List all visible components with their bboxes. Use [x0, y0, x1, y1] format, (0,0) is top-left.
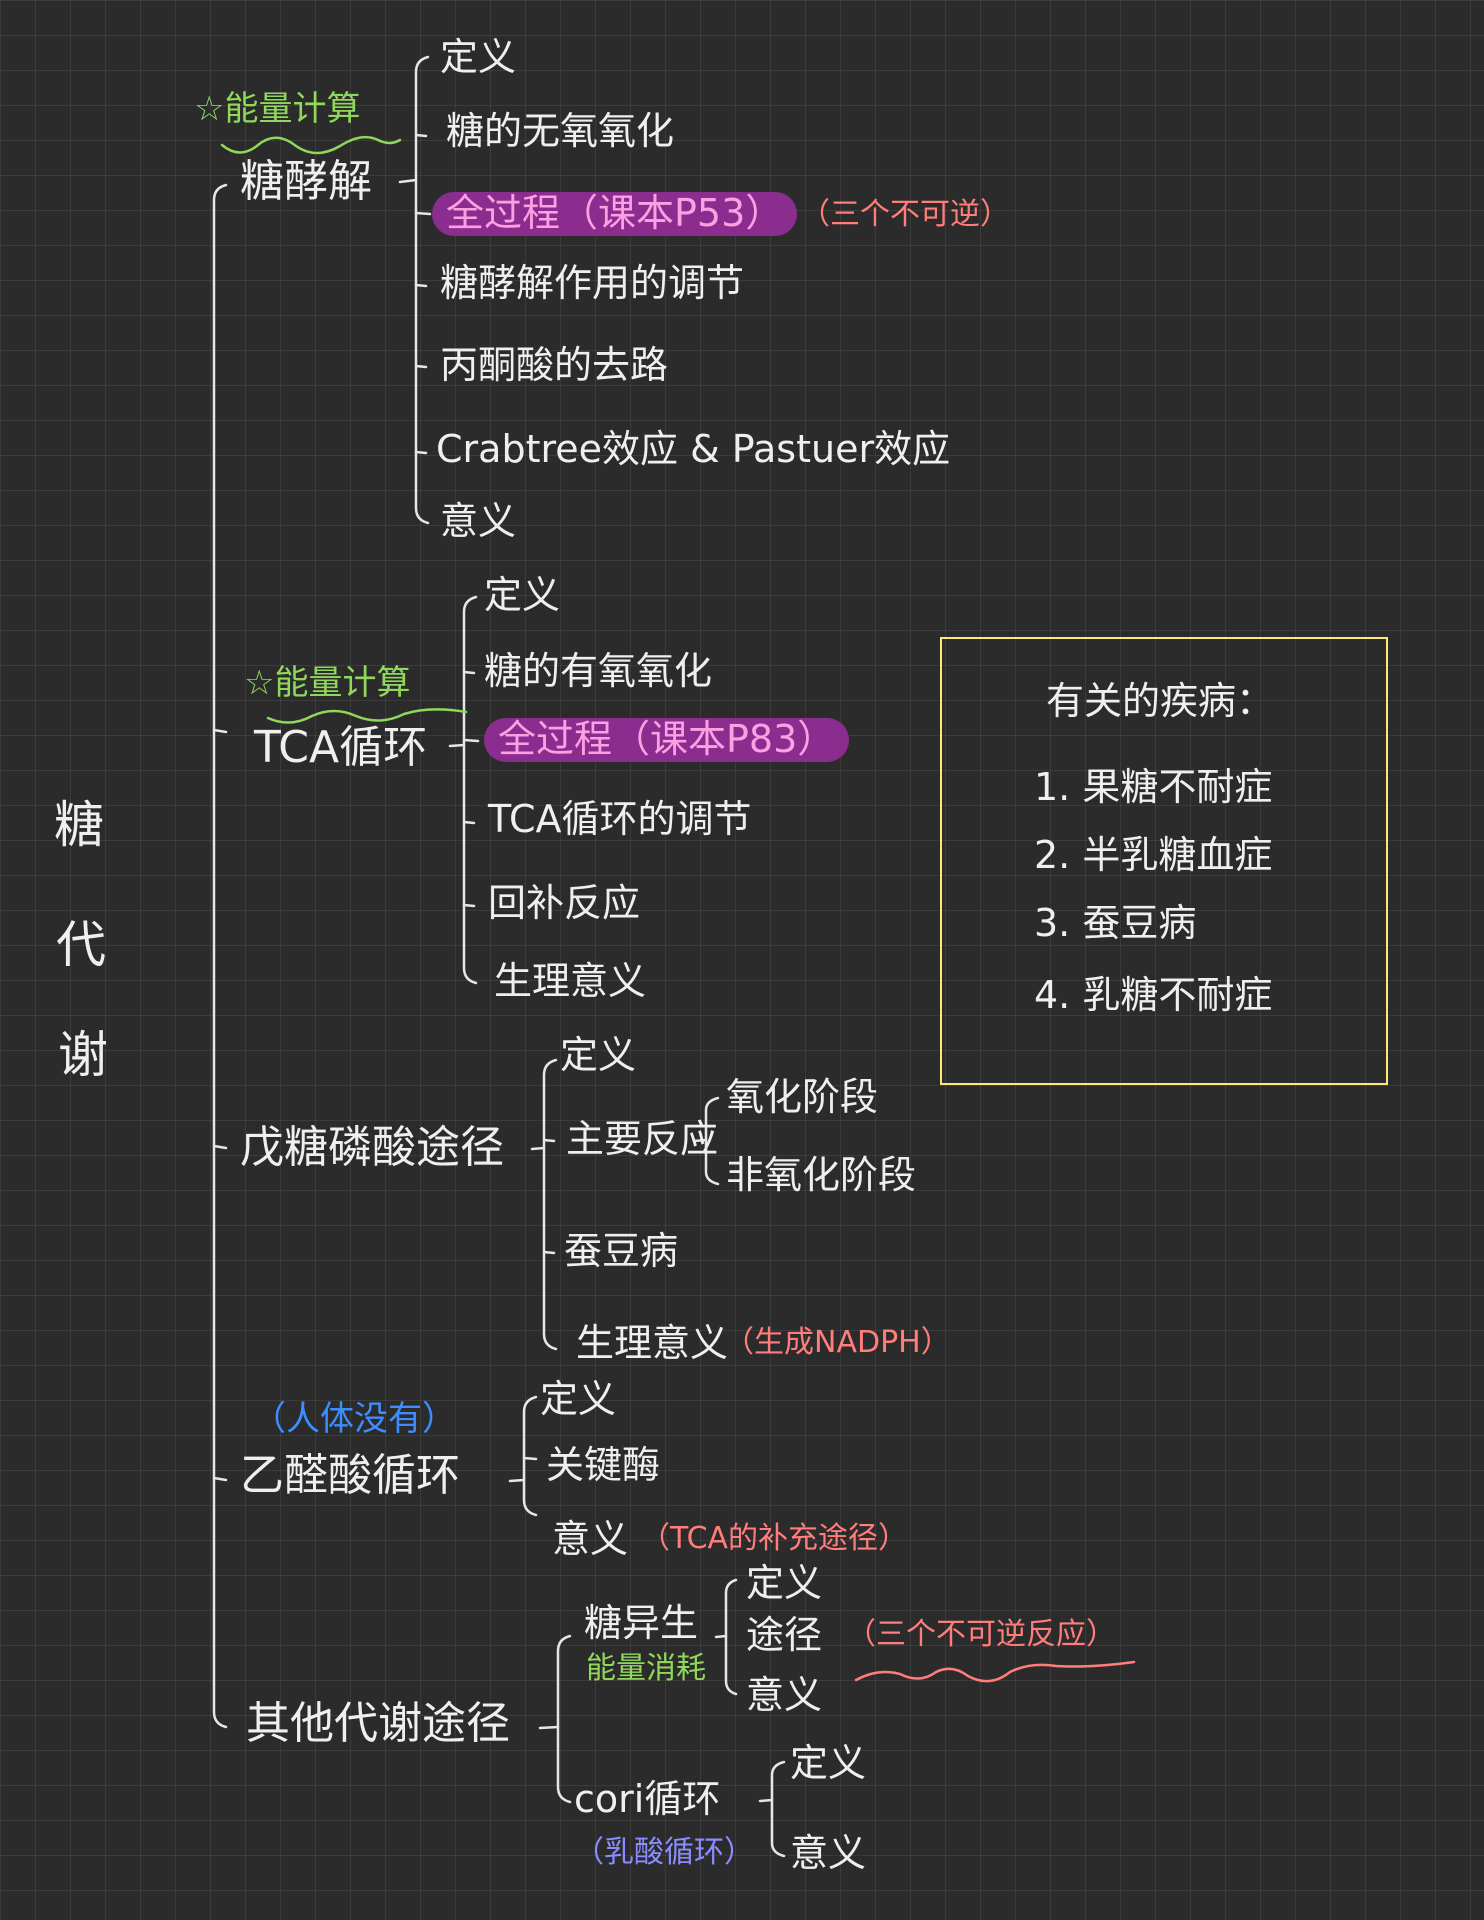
other-pathways-title: 其他代谢途径: [246, 1698, 510, 1749]
disease-item-galactosemia: 2. 半乳糖血症: [1034, 833, 1273, 877]
glyoxylate-not-in-humans-note: （人体没有）: [252, 1399, 456, 1439]
glycolysis-item-regulation: 糖酵解作用的调节: [440, 261, 745, 305]
ppp-title: 戊糖磷酸途径: [240, 1122, 504, 1173]
glyoxylate-tca-supplement-note: （TCA的补充途径）: [640, 1521, 909, 1556]
tca-item-anaplerotic: 回补反应: [488, 881, 641, 925]
related-diseases-box: [940, 637, 1388, 1085]
glyoxylate-item-definition: 定义: [540, 1377, 617, 1421]
glycolysis-irreversible-note: （三个不可逆）: [800, 197, 1010, 232]
glyoxylate-item-significance: 意义: [552, 1517, 629, 1561]
ppp-item-main-reaction: 主要反应: [566, 1117, 719, 1161]
glycolysis-energy-note: ☆能量计算: [194, 89, 361, 129]
glycolysis-item-definition: 定义: [440, 35, 517, 79]
root-char-3: 谢: [58, 1026, 108, 1084]
cori-cycle-title: cori循环: [574, 1777, 721, 1821]
ppp-sub-nonoxidative: 非氧化阶段: [726, 1153, 917, 1197]
disease-item-fructose-intolerance: 1. 果糖不耐症: [1034, 765, 1273, 809]
tca-item-regulation: TCA循环的调节: [488, 797, 752, 841]
ppp-item-significance: 生理意义: [576, 1321, 729, 1365]
cori-lactate-cycle-note: （乳酸循环）: [574, 1835, 754, 1870]
root-char-2: 代: [56, 916, 106, 974]
glycolysis-item-anaerobic: 糖的无氧氧化: [446, 109, 675, 153]
tca-item-significance: 生理意义: [494, 959, 647, 1003]
glycolysis-title: 糖酵解: [240, 156, 372, 207]
tca-title: TCA循环: [254, 722, 428, 773]
gluconeogenesis-item-definition: 定义: [746, 1561, 823, 1605]
glycolysis-item-significance: 意义: [440, 499, 517, 543]
gluconeogenesis-item-pathway: 途径: [746, 1613, 823, 1657]
disease-box-title: 有关的疾病：: [1046, 679, 1275, 723]
tca-item-definition: 定义: [484, 573, 561, 617]
cori-item-definition: 定义: [790, 1741, 867, 1785]
cori-item-significance: 意义: [790, 1831, 867, 1875]
disease-item-favism: 3. 蚕豆病: [1034, 901, 1197, 945]
disease-item-lactose-intolerance: 4. 乳糖不耐症: [1034, 973, 1273, 1017]
gluconeogenesis-energy-note: 能量消耗: [586, 1651, 706, 1686]
glycolysis-item-pyruvate-fate: 丙酮酸的去路: [440, 343, 669, 387]
root-char-1: 糖: [54, 796, 104, 854]
gluconeogenesis-title: 糖异生: [584, 1601, 699, 1645]
ppp-item-favism: 蚕豆病: [564, 1229, 679, 1273]
glyoxylate-item-key-enzyme: 关键酶: [546, 1443, 661, 1487]
glycolysis-item-process-highlight: 全过程（课本P53）: [432, 192, 798, 236]
ppp-sub-oxidative: 氧化阶段: [726, 1075, 879, 1119]
glyoxylate-title: 乙醛酸循环: [240, 1450, 460, 1501]
tca-item-process-highlight: 全过程（课本P83）: [484, 718, 850, 762]
glycolysis-item-effects: Crabtree效应 & Pastuer效应: [436, 427, 951, 471]
gluconeogenesis-item-significance: 意义: [746, 1673, 823, 1717]
ppp-item-definition: 定义: [560, 1033, 637, 1077]
ppp-nadph-note: （生成NADPH）: [724, 1325, 951, 1360]
tca-item-aerobic: 糖的有氧氧化: [484, 649, 713, 693]
tca-energy-note: ☆能量计算: [244, 663, 411, 703]
gluconeogenesis-irreversible-note: （三个不可逆反应）: [846, 1617, 1116, 1652]
